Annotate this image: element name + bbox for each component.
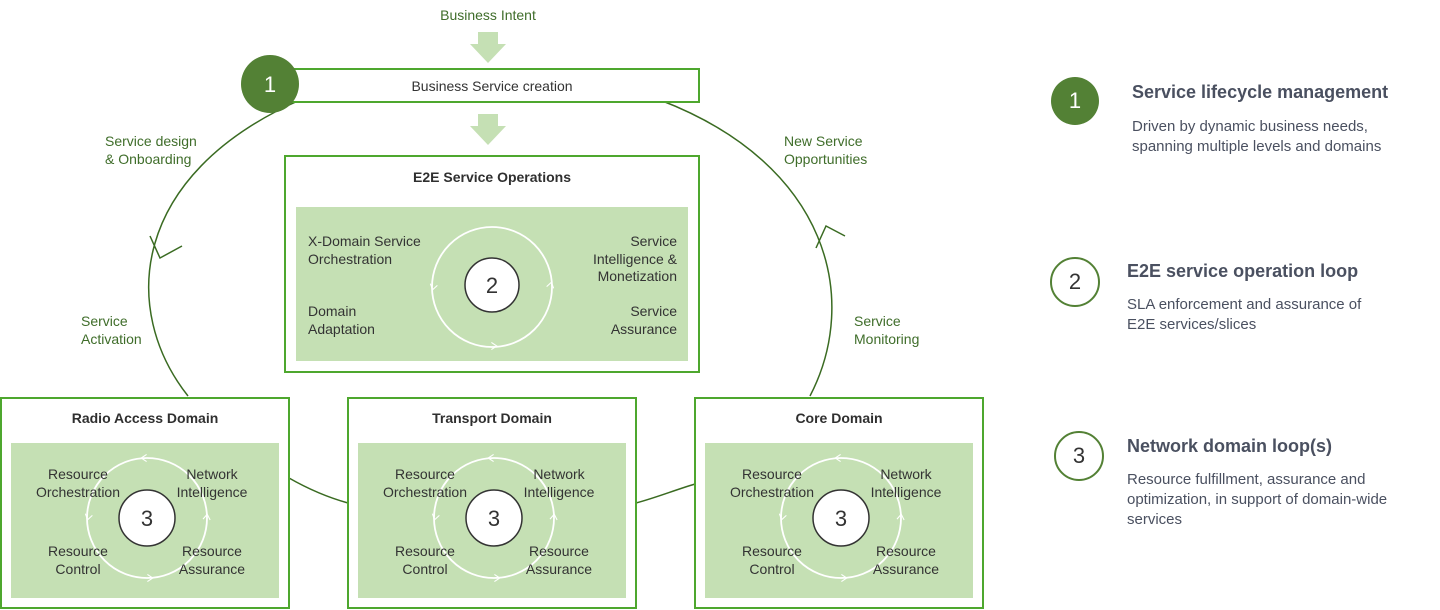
domain-box-1: Radio Access Domain3ResourceOrchestratio… <box>0 397 290 609</box>
domain-title: Core Domain <box>795 410 882 426</box>
svg-text:Intelligence &: Intelligence & <box>593 251 678 267</box>
loop3-number: 3 <box>835 506 847 531</box>
svg-text:Domain: Domain <box>308 303 356 319</box>
loop1-number: 1 <box>264 72 276 97</box>
svg-text:Activation: Activation <box>81 331 142 347</box>
svg-text:Service: Service <box>630 303 677 319</box>
domain-box-2: Transport Domain3ResourceOrchestrationNe… <box>347 397 637 609</box>
resource-orchestration-line2: Orchestration <box>383 484 467 500</box>
service-assurance-label: Service Assurance <box>611 303 677 337</box>
network-intelligence-line2: Intelligence <box>177 484 248 500</box>
xdomain-orchestration-label: X-Domain Service Orchestration <box>308 233 421 267</box>
resource-control-line1: Resource <box>48 543 108 559</box>
network-intelligence-line2: Intelligence <box>524 484 595 500</box>
resource-control-line1: Resource <box>395 543 455 559</box>
resource-assurance-line2: Assurance <box>873 561 939 577</box>
resource-assurance-line1: Resource <box>876 543 936 559</box>
svg-text:Opportunities: Opportunities <box>784 151 867 167</box>
outer-loop-arrow-right <box>815 224 846 249</box>
service-monitoring-label: Service Monitoring <box>854 313 919 347</box>
business-intent-label: Business Intent <box>440 7 536 23</box>
svg-text:New Service: New Service <box>784 133 863 149</box>
svg-text:Monitoring: Monitoring <box>854 331 919 347</box>
network-intelligence-line1: Network <box>533 466 585 482</box>
svg-text:Service: Service <box>854 313 901 329</box>
domain-adaptation-label: Domain Adaptation <box>308 303 375 337</box>
svg-text:& Onboarding: & Onboarding <box>105 151 191 167</box>
svg-text:Service: Service <box>81 313 128 329</box>
new-service-label: New Service Opportunities <box>784 133 867 167</box>
legend-title-1: Service lifecycle management <box>1132 82 1389 102</box>
loop1-badge <box>241 55 299 113</box>
svg-text:Adaptation: Adaptation <box>308 321 375 337</box>
network-intelligence-line1: Network <box>186 466 238 482</box>
loop3-badge <box>118 489 176 547</box>
resource-assurance-line1: Resource <box>182 543 242 559</box>
resource-orchestration-line1: Resource <box>742 466 802 482</box>
legend-badge-1: 1 <box>1051 77 1099 125</box>
resource-assurance-line2: Assurance <box>179 561 245 577</box>
resource-orchestration-line2: Orchestration <box>36 484 120 500</box>
resource-assurance-line1: Resource <box>529 543 589 559</box>
legend-title-2: E2E service operation loop <box>1127 261 1359 281</box>
domain-title: Transport Domain <box>432 410 552 426</box>
down-arrow-middle <box>470 114 506 145</box>
legend-desc-1: Driven by dynamic business needs, spanni… <box>1132 118 1382 155</box>
loop3-badge <box>465 489 523 547</box>
loop3-number: 3 <box>141 506 153 531</box>
outer-loop-arrow-left <box>149 235 183 260</box>
resource-orchestration-line1: Resource <box>395 466 455 482</box>
resource-orchestration-line1: Resource <box>48 466 108 482</box>
svg-text:Service design: Service design <box>105 133 197 149</box>
svg-text:X-Domain Service: X-Domain Service <box>308 233 421 249</box>
outer-lifecycle-loop <box>148 99 846 504</box>
domain-title: Radio Access Domain <box>72 410 219 426</box>
svg-text:Monetization: Monetization <box>598 268 677 284</box>
service-intelligence-label: Service Intelligence & Monetization <box>593 233 678 284</box>
service-activation-label: Service Activation <box>81 313 142 347</box>
svg-text:Orchestration: Orchestration <box>308 251 392 267</box>
business-service-creation-box <box>271 68 700 103</box>
domain-box-3: Core Domain3ResourceOrchestrationNetwork… <box>694 397 984 609</box>
network-intelligence-line2: Intelligence <box>871 484 942 500</box>
svg-text:Assurance: Assurance <box>611 321 677 337</box>
down-arrow-top <box>470 32 506 63</box>
domain-boxes: Radio Access Domain3ResourceOrchestratio… <box>0 397 984 609</box>
legend: 1 Service lifecycle management Driven by… <box>1040 0 1430 610</box>
resource-orchestration-line2: Orchestration <box>730 484 814 500</box>
legend-title-3: Network domain loop(s) <box>1127 436 1333 456</box>
resource-control-line2: Control <box>749 561 794 577</box>
loop3-number: 3 <box>488 506 500 531</box>
resource-control-line2: Control <box>402 561 447 577</box>
service-design-label: Service design & Onboarding <box>105 133 197 167</box>
loop3-badge <box>812 489 870 547</box>
legend-badge-2: 2 <box>1050 257 1100 307</box>
loop2-badge <box>464 257 520 313</box>
e2e-service-operations-box: E2E Service Operations 2 X-Domain Servic… <box>284 155 700 373</box>
svg-text:Service: Service <box>630 233 677 249</box>
legend-badge-3: 3 <box>1054 431 1104 481</box>
business-service-creation-label: Business Service creation <box>411 78 572 94</box>
e2e-title: E2E Service Operations <box>413 169 571 185</box>
legend-desc-2: SLA enforcement and assurance of E2E ser… <box>1127 296 1362 333</box>
network-intelligence-line1: Network <box>880 466 932 482</box>
loop2-number: 2 <box>486 273 498 298</box>
legend-desc-3: Resource fulfillment, assurance and opti… <box>1127 471 1388 528</box>
resource-control-line1: Resource <box>742 543 802 559</box>
resource-control-line2: Control <box>55 561 100 577</box>
resource-assurance-line2: Assurance <box>526 561 592 577</box>
